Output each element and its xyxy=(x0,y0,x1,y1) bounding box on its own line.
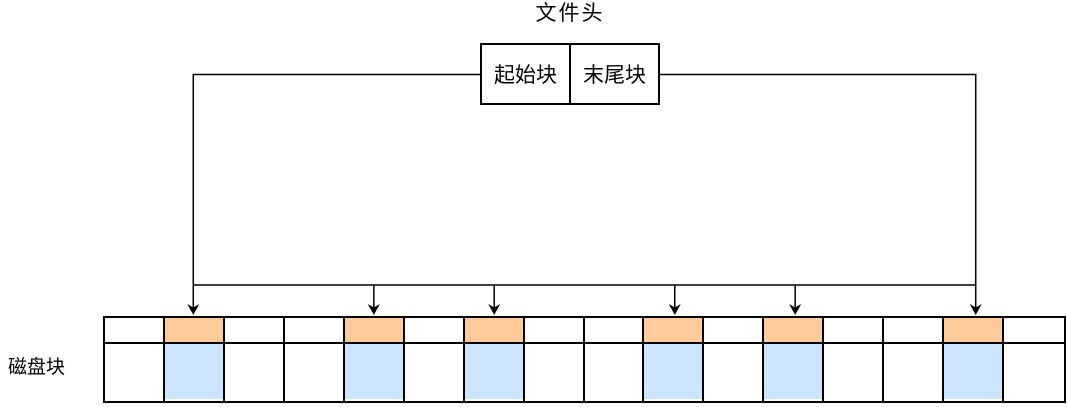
end-block-cell: 末尾块 xyxy=(583,64,646,87)
disk-block-column-12 xyxy=(824,318,885,401)
disk-block-pointer-cell xyxy=(224,318,283,344)
disk-block-column-8 xyxy=(584,318,645,401)
disk-block-pointer-cell xyxy=(464,318,523,344)
arrow-down-icon xyxy=(488,304,501,315)
pointer-connector-lines xyxy=(192,73,977,308)
disk-block-data-cell xyxy=(644,344,703,399)
disk-block-data-cell xyxy=(464,344,523,399)
disk-block-pointer-cell xyxy=(284,318,343,344)
disk-block-data-cell xyxy=(704,344,763,399)
disk-block-column-6 xyxy=(464,318,525,401)
disk-block-column-0 xyxy=(105,318,165,401)
disk-block-pointer-cell xyxy=(524,318,583,344)
arrow-down-icon xyxy=(187,304,200,315)
disk-block-pointer-cell xyxy=(584,318,643,344)
arrow-down-icon xyxy=(969,304,982,315)
file-header-title: 文件头 xyxy=(535,2,605,25)
disk-block-data-cell xyxy=(524,344,583,399)
disk-block-column-10 xyxy=(704,318,765,401)
disk-block-column-9 xyxy=(644,318,705,401)
disk-block-column-5 xyxy=(404,318,465,401)
disk-block-data-cell xyxy=(764,344,823,399)
disk-block-data-cell xyxy=(344,344,403,399)
disk-block-data-cell xyxy=(105,344,163,399)
disk-block-pointer-cell xyxy=(764,318,823,344)
disk-block-pointer-cell xyxy=(824,318,883,344)
disk-block-column-1 xyxy=(164,318,225,401)
disk-block-column-13 xyxy=(884,318,945,401)
disk-block-data-cell xyxy=(584,344,643,399)
disk-block-pointer-cell xyxy=(944,318,1003,344)
disk-block-data-cell xyxy=(284,344,343,399)
disk-blocks-label: 磁盘块 xyxy=(8,357,66,378)
disk-block-pointer-cell xyxy=(344,318,403,344)
disk-block-pointer-cell xyxy=(1004,318,1064,344)
disk-block-pointer-cell xyxy=(404,318,463,344)
disk-block-pointer-cell xyxy=(644,318,703,344)
disk-block-column-2 xyxy=(224,318,285,401)
disk-block-pointer-cell xyxy=(704,318,763,344)
disk-block-data-cell xyxy=(404,344,463,399)
disk-block-column-4 xyxy=(344,318,405,401)
disk-block-data-cell xyxy=(164,344,223,399)
disk-block-column-14 xyxy=(944,318,1005,401)
disk-block-column-15 xyxy=(1004,318,1064,401)
disk-block-data-cell xyxy=(824,344,883,399)
disk-block-column-3 xyxy=(284,318,345,401)
disk-block-column-11 xyxy=(764,318,825,401)
disk-blocks-table xyxy=(103,316,1066,403)
start-block-cell: 起始块 xyxy=(482,45,571,103)
file-header-box: 起始块 末尾块 xyxy=(480,43,660,105)
disk-block-pointer-cell xyxy=(884,318,943,344)
arrow-down-icon xyxy=(668,304,681,315)
disk-block-data-cell xyxy=(1004,344,1064,399)
disk-block-data-cell xyxy=(224,344,283,399)
disk-block-column-7 xyxy=(524,318,585,401)
disk-block-data-cell xyxy=(944,344,1003,399)
arrow-down-icon xyxy=(367,304,380,315)
disk-block-data-cell xyxy=(884,344,943,399)
disk-block-pointer-cell xyxy=(105,318,163,344)
disk-block-pointer-cell xyxy=(164,318,223,344)
arrow-down-icon xyxy=(789,304,802,315)
